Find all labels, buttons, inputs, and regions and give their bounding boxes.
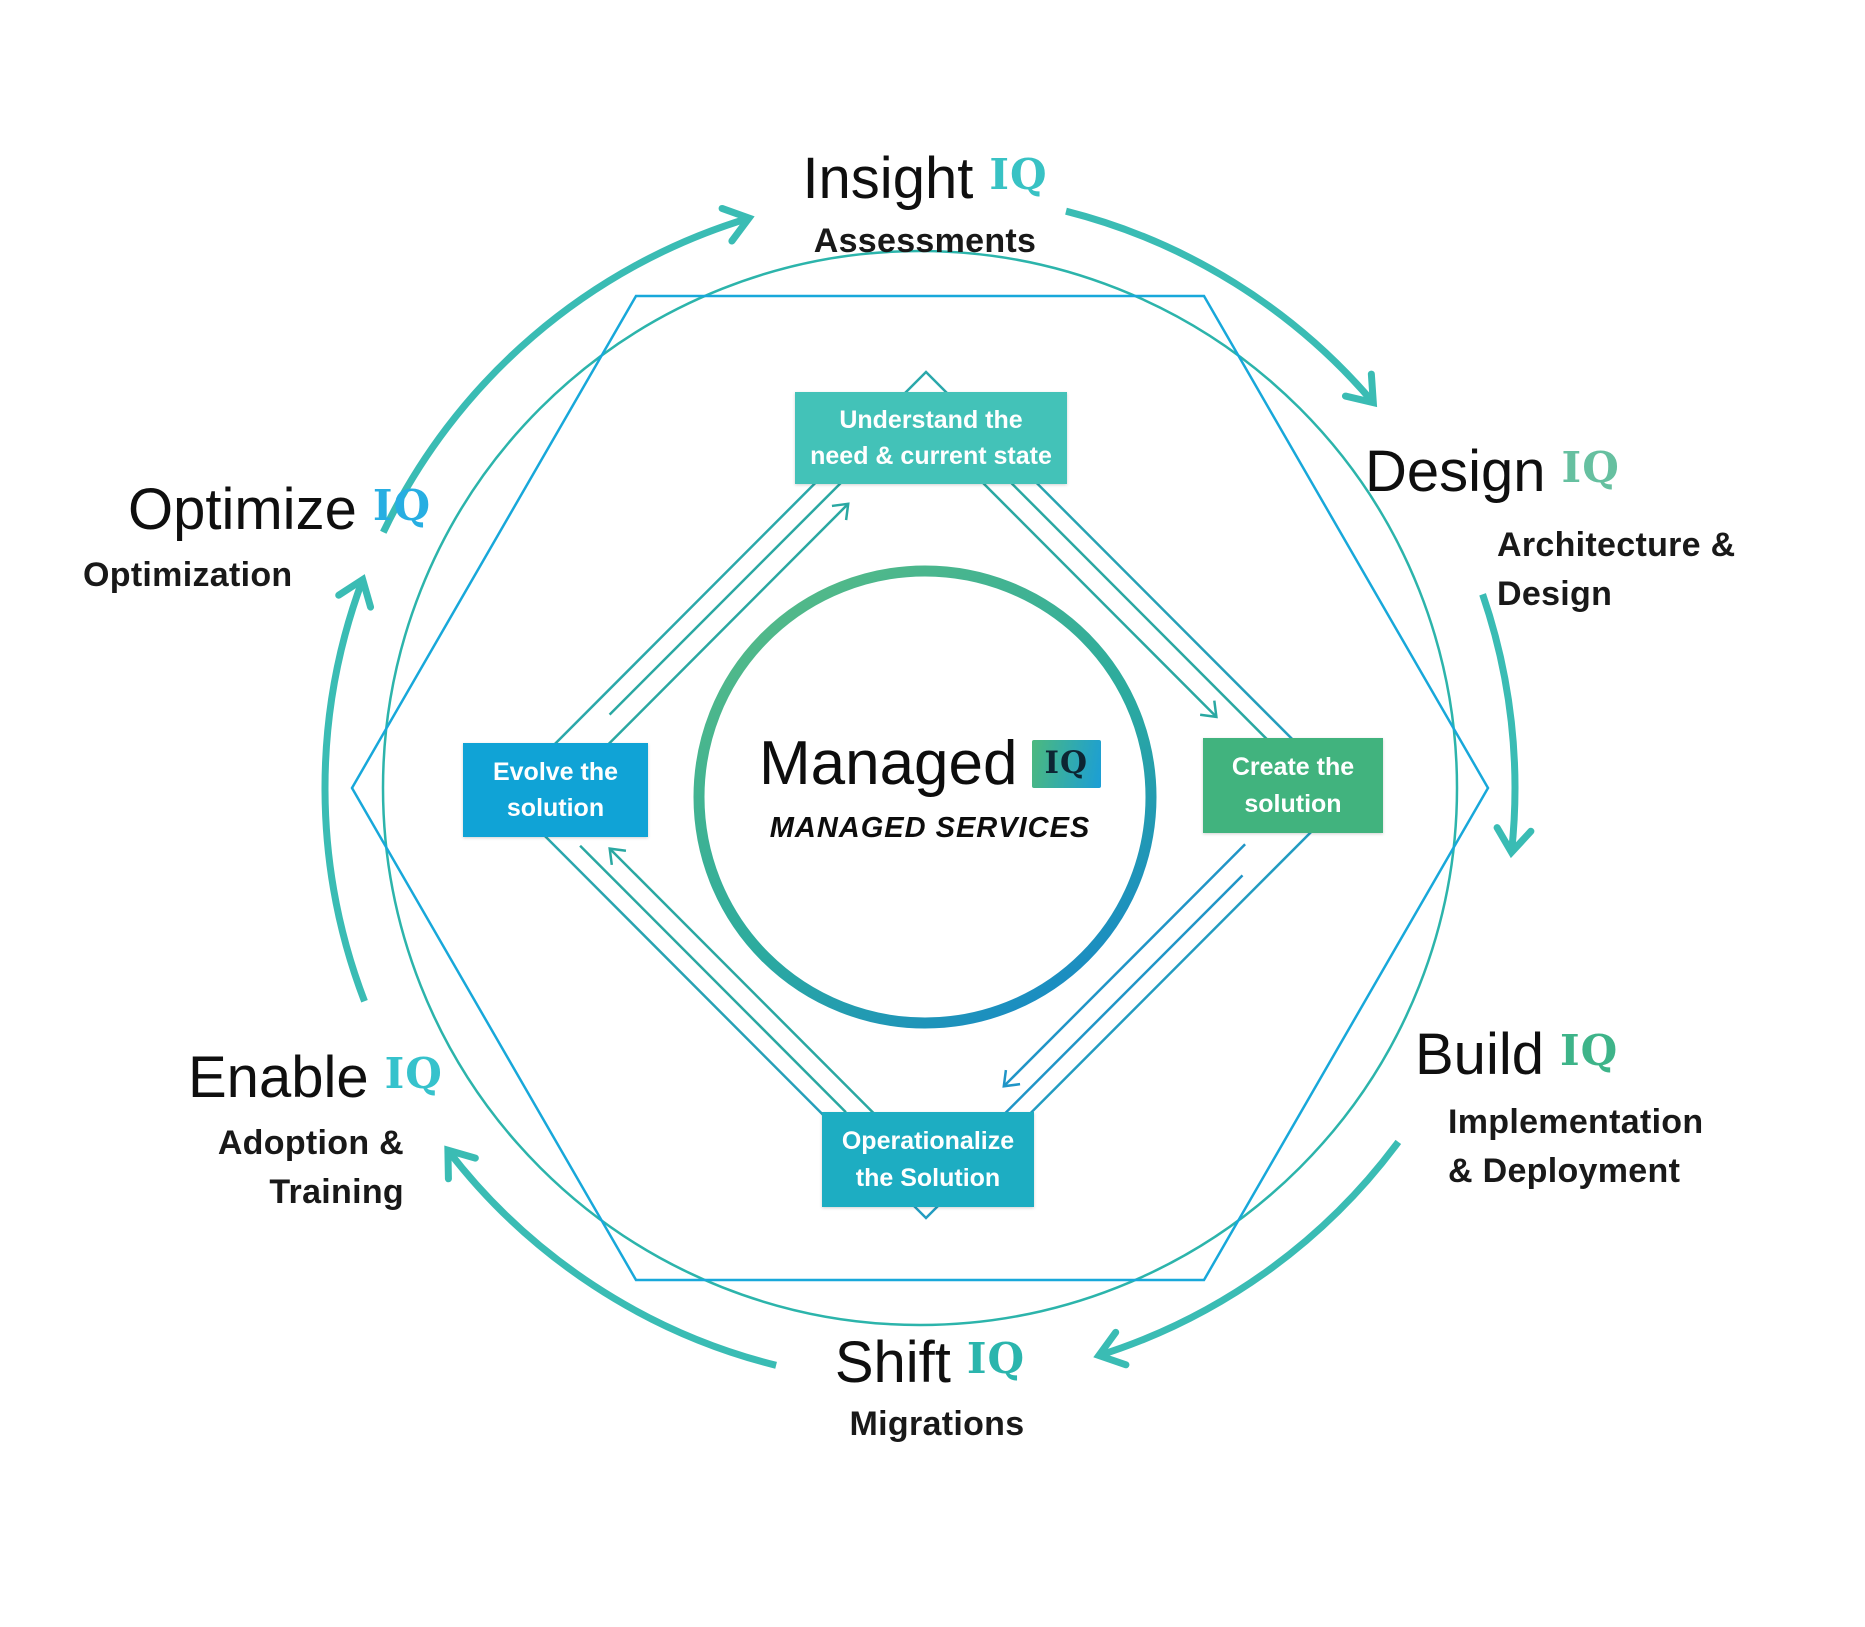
- stage-build-subtitle: Implementation & Deployment: [1448, 1103, 1704, 1191]
- arrow-understand-to-create-line: [1005, 476, 1273, 746]
- stage-optimize-name: Optimize: [128, 477, 357, 542]
- center-title-row: Managed IQ: [758, 729, 1102, 798]
- stage-insight-subtitle: Assessments: [813, 222, 1037, 260]
- stage-design-title-row: Design IQ: [1365, 443, 1735, 501]
- stage-optimize-iq: IQ: [372, 481, 432, 530]
- thin-circle-outline: [381, 249, 1459, 1327]
- arrow-create-to-operationalize-line: [975, 874, 1244, 1143]
- arc-insight-to-design: [1065, 207, 1378, 408]
- arrow-evolve-to-understand: [606, 502, 850, 747]
- stage-optimize: Optimize IQ Optimization: [83, 481, 431, 600]
- box-create: Create the solution: [1203, 738, 1383, 833]
- hexagon-outline: [350, 294, 1490, 1282]
- center-subtitle: MANAGED SERVICES: [769, 812, 1091, 844]
- center-hub: Managed IQ MANAGED SERVICES: [640, 733, 1220, 845]
- diamond-outline: [502, 370, 1350, 1220]
- arc-shift-to-enable: [444, 1145, 777, 1369]
- stage-build-title-row: Build IQ: [1415, 1026, 1703, 1084]
- stage-design-name: Design: [1365, 439, 1546, 504]
- stage-shift: Shift IQ Migrations: [700, 1334, 1160, 1449]
- arrow-understand-to-create: [974, 474, 1218, 719]
- stage-enable-iq: IQ: [384, 1049, 443, 1098]
- stage-design-iq: IQ: [1561, 443, 1620, 492]
- center-title: Managed: [758, 729, 1018, 798]
- arc-enable-to-optimize: [321, 574, 375, 1003]
- arc-optimize-to-insight: [380, 204, 755, 534]
- arrow-create-to-operationalize: [1002, 843, 1246, 1088]
- stage-shift-subtitle: Migrations: [849, 1405, 1025, 1443]
- arrow-evolve-to-understand-line: [608, 447, 877, 716]
- stage-enable-subtitle: Adoption & Training: [217, 1124, 404, 1212]
- box-understand: Understand the need & current state: [795, 392, 1067, 484]
- stage-enable: Enable IQ Adoption & Training: [188, 1049, 443, 1218]
- box-operationalize: Operationalize the Solution: [822, 1112, 1034, 1207]
- stage-shift-iq: IQ: [966, 1334, 1026, 1383]
- arc-design-to-build: [1479, 593, 1535, 859]
- stage-optimize-subtitle: Optimization: [83, 556, 293, 594]
- stage-build-name: Build: [1415, 1022, 1544, 1087]
- arrow-operationalize-to-evolve: [608, 847, 877, 1116]
- arrow-operationalize-to-evolve-line: [579, 844, 847, 1114]
- stage-shift-name: Shift: [834, 1330, 951, 1395]
- stage-optimize-title-row: Optimize IQ: [128, 481, 431, 539]
- stage-enable-name: Enable: [188, 1045, 369, 1110]
- arc-build-to-shift: [1093, 1139, 1402, 1369]
- stage-design: Design IQ Architecture & Design: [1365, 443, 1735, 620]
- center-ring: [693, 565, 1157, 1029]
- stage-insight-title-row: Insight IQ: [802, 150, 1047, 208]
- stage-shift-title-row: Shift IQ: [835, 1334, 1025, 1392]
- stage-insight: Insight IQ Assessments: [660, 150, 1190, 266]
- stage-insight-iq: IQ: [989, 150, 1048, 199]
- stage-insight-name: Insight: [802, 146, 974, 211]
- stage-enable-title-row: Enable IQ: [188, 1049, 443, 1107]
- stage-build-iq: IQ: [1559, 1026, 1619, 1075]
- stage-design-subtitle: Architecture & Design: [1497, 526, 1736, 614]
- box-evolve: Evolve the solution: [463, 743, 648, 837]
- managed-iq-badge: IQ: [1031, 740, 1102, 788]
- stage-build: Build IQ Implementation & Deployment: [1415, 1026, 1703, 1197]
